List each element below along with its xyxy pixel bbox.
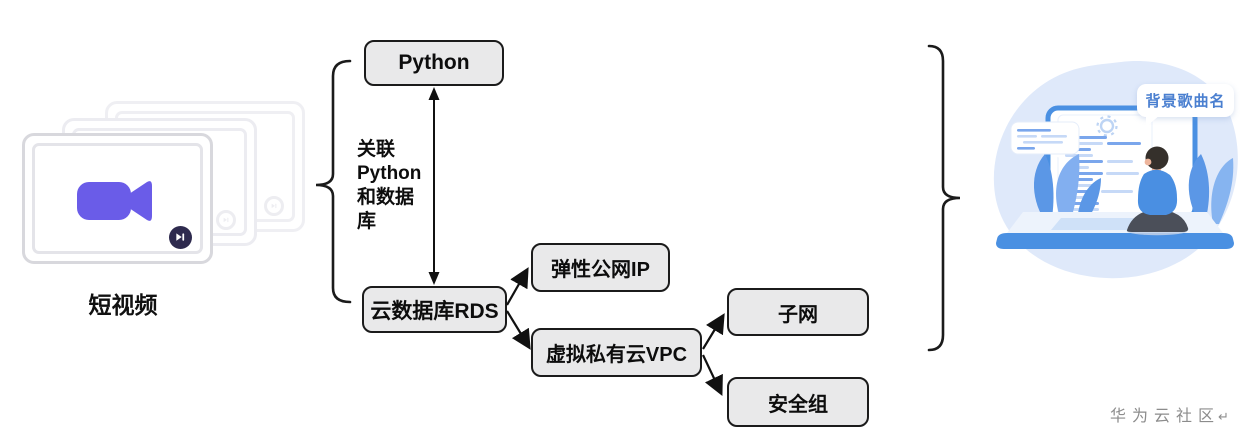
node-vpc: 虚拟私有云VPC — [531, 328, 702, 377]
person-legs — [1126, 209, 1189, 232]
song-title-bubble: 背景歌曲名 — [1137, 84, 1234, 127]
right-grouping-brace — [927, 44, 961, 352]
bubble-tail — [1146, 114, 1161, 127]
edge-python-rds-arrowhead-top — [428, 87, 440, 100]
edge-python-rds-arrowhead-bottom — [428, 272, 440, 285]
skip-play-icon — [264, 196, 284, 216]
watermark-text: 华为云社区 — [1110, 408, 1221, 425]
song-title-label: 背景歌曲名 — [1145, 93, 1226, 110]
node-rds: 云数据库RDS — [362, 286, 507, 333]
left-grouping-brace — [315, 59, 352, 304]
video-card-front — [22, 133, 213, 264]
gear-icon — [1096, 115, 1118, 137]
node-elastic-ip: 弹性公网IP — [531, 243, 670, 292]
edge-vpc-subnet — [702, 313, 725, 350]
relation-note: 关联 Python 和数据 库 — [357, 139, 422, 232]
person-head — [1145, 146, 1169, 170]
video-camera-icon — [77, 181, 152, 221]
edge-vpc-security-group — [702, 354, 723, 396]
video-stack-label: 短视频 — [88, 292, 158, 318]
mini-code-bubble — [1010, 121, 1080, 164]
person-torso — [1137, 169, 1178, 215]
node-python: Python — [364, 40, 504, 86]
edge-rds-vpc — [506, 310, 531, 350]
node-security-group: 安全组 — [727, 377, 869, 427]
plant-right — [1188, 154, 1234, 224]
watermark: 华为云社区↵ — [1110, 402, 1229, 426]
node-subnet: 子网 — [727, 288, 869, 336]
edge-rds-eip — [506, 267, 529, 306]
return-mark-icon: ↵ — [1218, 409, 1229, 424]
person-figure — [1126, 146, 1189, 236]
plant-left — [1033, 154, 1101, 226]
person-face — [1144, 158, 1152, 166]
skip-play-icon — [169, 226, 192, 249]
skip-play-icon — [216, 210, 236, 230]
laptop-base-front — [996, 233, 1234, 249]
video-card-frame — [32, 143, 203, 254]
